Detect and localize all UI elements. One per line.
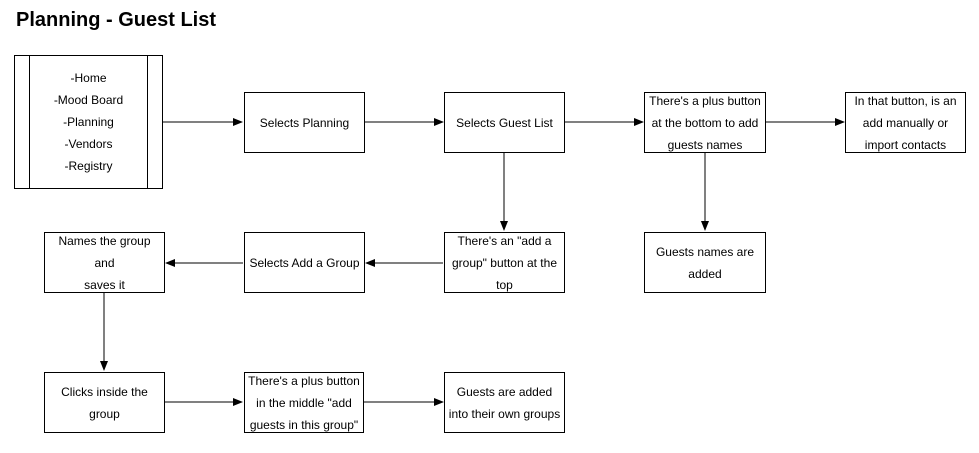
node-text: guests in this group" bbox=[249, 417, 359, 432]
node-text: There's a plus button bbox=[248, 373, 360, 388]
node-selects-planning: Selects Planning bbox=[244, 92, 365, 153]
node-text: In that button, is an bbox=[854, 93, 957, 108]
node-text: Selects Add a Group bbox=[249, 255, 360, 270]
node-text: group bbox=[89, 406, 120, 421]
node-text: There's an "add a bbox=[457, 233, 552, 248]
node-guests-added-groups: Guests are added into their own groups bbox=[444, 372, 565, 433]
menu-box-left-divider bbox=[29, 56, 30, 188]
node-add-manually: In that button, is an add manually or im… bbox=[845, 92, 966, 153]
menu-item-mood-board: -Mood Board bbox=[53, 93, 124, 107]
node-text: There's a plus button bbox=[649, 93, 761, 108]
node-text: add manually or bbox=[862, 115, 949, 130]
node-text: Guests are added bbox=[456, 384, 553, 399]
node-add-group-button: There's an "add a group" button at the t… bbox=[444, 232, 565, 293]
menu-item-registry: -Registry bbox=[64, 159, 113, 173]
page-title: Planning - Guest List bbox=[16, 9, 217, 31]
menu-item-home: -Home bbox=[70, 71, 107, 85]
node-plus-button-middle: There's a plus button in the middle "add… bbox=[244, 372, 364, 433]
node-text: Guests names are bbox=[655, 244, 755, 259]
node-text: group" button at the bbox=[451, 255, 557, 270]
node-names-group: Names the group and saves it bbox=[44, 232, 165, 293]
node-text: into their own groups bbox=[448, 406, 561, 421]
node-plus-button-bottom: There's a plus button at the bottom to a… bbox=[644, 92, 766, 153]
node-selects-add-group: Selects Add a Group bbox=[244, 232, 365, 293]
node-text: Selects Guest List bbox=[456, 115, 553, 130]
node-text: added bbox=[688, 266, 722, 281]
menu-item-vendors: -Vendors bbox=[64, 137, 113, 151]
node-selects-guest-list: Selects Guest List bbox=[444, 92, 565, 153]
menu-list-box: -Home -Mood Board -Planning -Vendors -Re… bbox=[14, 55, 163, 189]
node-text: saves it bbox=[84, 277, 125, 292]
menu-item-planning: -Planning bbox=[63, 115, 114, 129]
node-text: top bbox=[496, 277, 513, 292]
node-guests-names-added: Guests names are added bbox=[644, 232, 766, 293]
node-text: import contacts bbox=[864, 137, 947, 152]
node-text: Clicks inside the bbox=[61, 384, 148, 399]
node-text: at the bottom to add bbox=[651, 115, 759, 130]
node-clicks-inside-group: Clicks inside the group bbox=[44, 372, 165, 433]
node-text: in the middle "add bbox=[256, 395, 352, 410]
node-text: Names the group and bbox=[58, 233, 151, 270]
node-text: guests names bbox=[667, 137, 743, 152]
node-text: Selects Planning bbox=[259, 115, 350, 130]
menu-box-right-divider bbox=[147, 56, 148, 188]
